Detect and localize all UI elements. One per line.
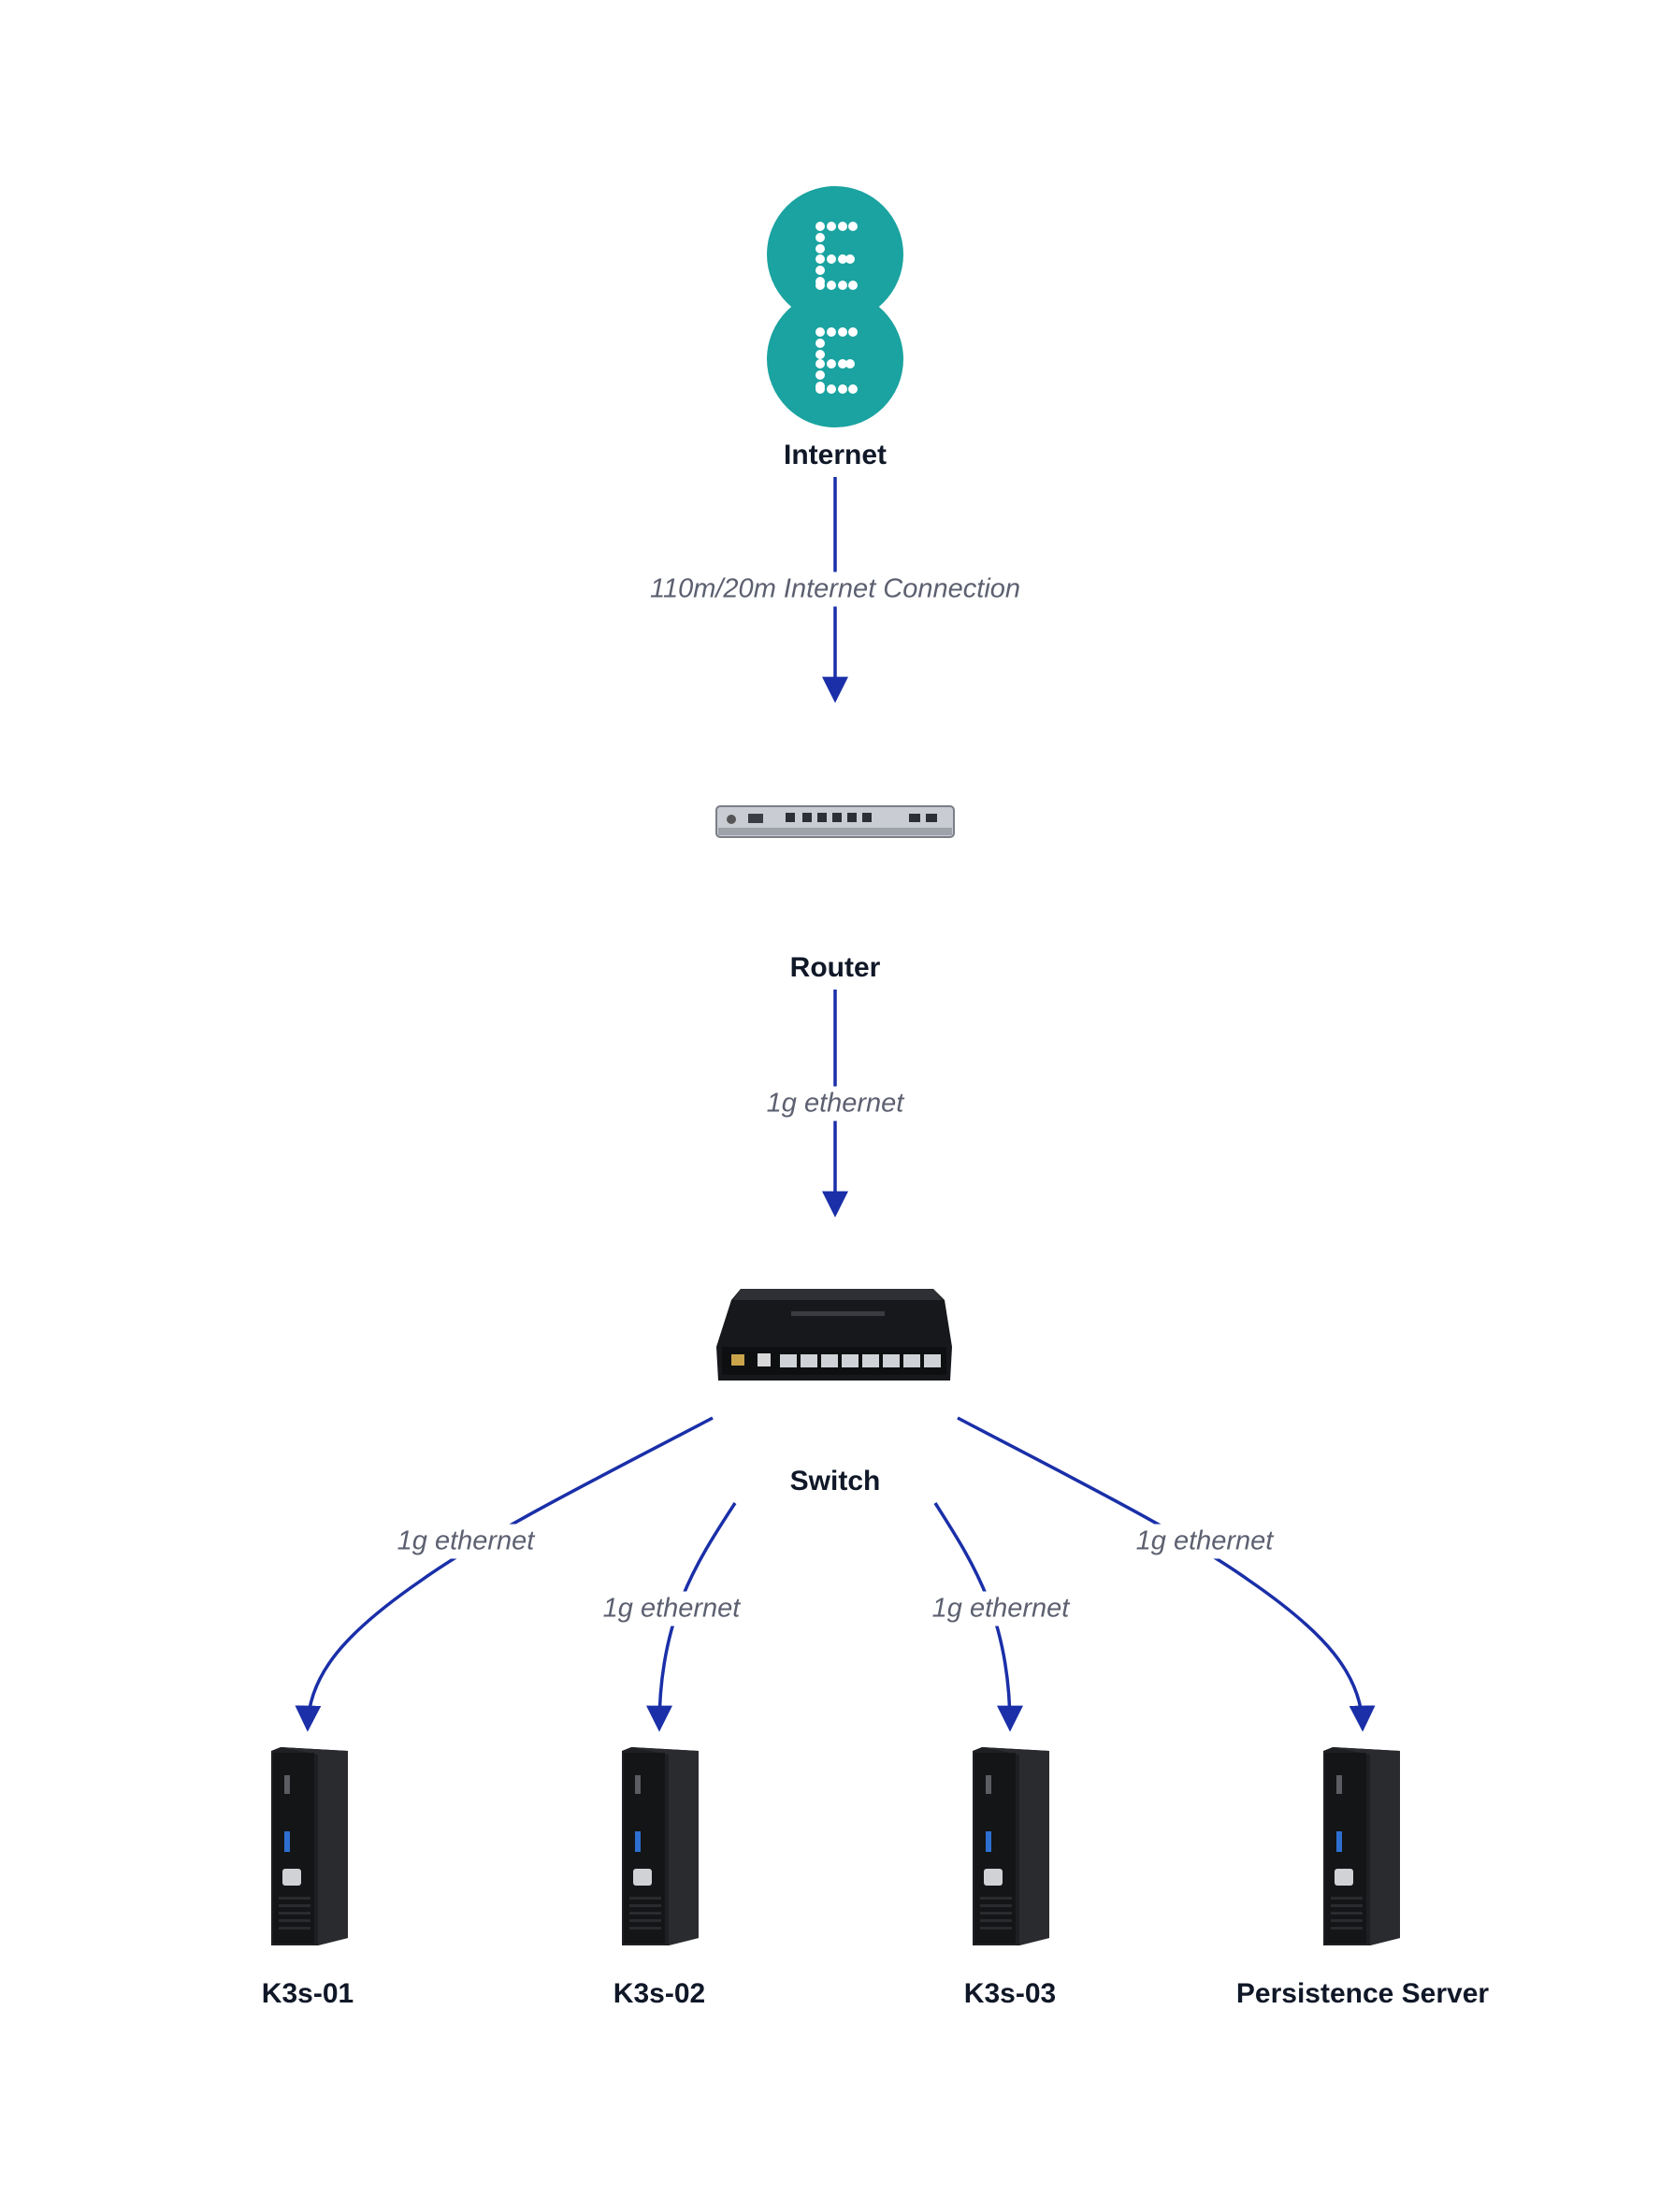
k3s-01-label: K3s-01 bbox=[261, 1978, 354, 2009]
router-label: Router bbox=[789, 952, 881, 983]
edge-label-internet-router: 110m/20m Internet Connection bbox=[643, 571, 1027, 607]
k3s-02-label: K3s-02 bbox=[613, 1978, 706, 2009]
edge-label-router-switch: 1g ethernet bbox=[760, 1086, 910, 1121]
k3s-03-label: K3s-03 bbox=[963, 1978, 1057, 2009]
edge-label-switch-persistence: 1g ethernet bbox=[1130, 1524, 1279, 1559]
edge-label-switch-k3s03: 1g ethernet bbox=[926, 1591, 1075, 1626]
switch-label: Switch bbox=[789, 1466, 881, 1496]
router-icon bbox=[715, 805, 955, 838]
tower-pc-icon bbox=[622, 1747, 699, 1945]
edge-switch-k3s01 bbox=[295, 1416, 714, 1732]
edge-label-switch-k3s01: 1g ethernet bbox=[391, 1524, 541, 1559]
persistence-server-label: Persistence Server bbox=[1235, 1978, 1490, 2009]
internet-label: Internet bbox=[783, 440, 888, 470]
edge-switch-persistence bbox=[957, 1416, 1376, 1732]
switch-icon bbox=[716, 1289, 952, 1381]
tower-pc-icon bbox=[271, 1747, 348, 1945]
edge-label-switch-k3s02: 1g ethernet bbox=[597, 1591, 746, 1626]
tower-pc-icon bbox=[973, 1747, 1049, 1945]
tower-pc-icon bbox=[1323, 1747, 1400, 1945]
ee-logo-icon bbox=[767, 186, 903, 427]
